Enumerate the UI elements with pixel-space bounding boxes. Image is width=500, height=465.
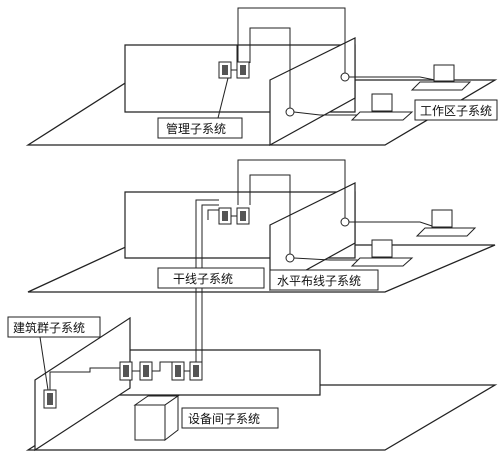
patch-block-fill bbox=[175, 365, 181, 377]
desk-icon bbox=[350, 111, 414, 121]
floor-bottom-patch-panels bbox=[119, 361, 203, 381]
floor-middle-cable-2 bbox=[249, 174, 291, 255]
floor-top-workstation-2 bbox=[350, 93, 414, 121]
label-box bbox=[7, 316, 101, 338]
floor-bottom-campus-wall bbox=[34, 316, 131, 452]
label-box bbox=[269, 269, 379, 291]
floor-top-slab bbox=[25, 79, 498, 146]
floor-top-outlet-2 bbox=[285, 107, 295, 117]
floor-top-workstation-1 bbox=[410, 64, 472, 91]
label-management: 管理子系统 bbox=[157, 77, 243, 139]
desk-icon bbox=[350, 257, 414, 267]
label-box bbox=[157, 117, 243, 139]
label-pointer bbox=[217, 77, 229, 119]
label-box bbox=[181, 407, 279, 429]
floor-top-cable-2 bbox=[249, 27, 291, 108]
floor-middle-outlet-1 bbox=[340, 217, 350, 227]
floor-middle-drop-2 bbox=[293, 257, 360, 261]
desk-icon bbox=[415, 227, 477, 237]
floor-top bbox=[25, 7, 498, 147]
floor-top-outlet-1 bbox=[340, 72, 350, 82]
patch-block-fill bbox=[123, 365, 129, 377]
floor-bottom bbox=[25, 316, 498, 452]
monitor-icon bbox=[433, 64, 455, 82]
floor-middle-workstation-1 bbox=[415, 209, 477, 237]
label-campus: 建筑群子系统 bbox=[7, 316, 101, 391]
cabinet-front bbox=[134, 404, 166, 441]
label-management-text: 管理子系统 bbox=[166, 121, 226, 136]
label-box bbox=[157, 267, 265, 289]
label-horizontal-text: 水平布线子系统 bbox=[277, 274, 361, 288]
label-box bbox=[414, 99, 498, 121]
equipment-cabinet bbox=[133, 395, 180, 442]
floor-top-cable-1 bbox=[237, 7, 346, 73]
floor-middle-workstation-2 bbox=[350, 239, 414, 267]
patch-block-fill bbox=[240, 65, 246, 75]
campus-cable bbox=[49, 367, 120, 390]
patch-block-fill bbox=[143, 365, 149, 377]
floor-top-drop-2 bbox=[293, 111, 360, 116]
patch-block-fill bbox=[240, 211, 246, 221]
floor-middle-drop-1 bbox=[349, 221, 433, 227]
backbone-riser bbox=[195, 45, 238, 362]
floor-top-drop-1 bbox=[349, 76, 436, 81]
floor-middle-outlet-2 bbox=[285, 253, 295, 263]
riser-cable-3 bbox=[207, 209, 219, 220]
patch-block-fill bbox=[222, 211, 228, 221]
floor-middle-cross-wall bbox=[269, 182, 356, 292]
label-equipment-room: 设备间子系统 bbox=[181, 407, 279, 429]
label-backbone: 干线子系统 bbox=[157, 267, 265, 289]
label-backbone-text: 干线子系统 bbox=[173, 272, 233, 286]
patch-block-fill bbox=[222, 65, 228, 75]
patch-block-fill bbox=[193, 365, 199, 377]
monitor-icon bbox=[371, 93, 393, 112]
label-work-area: 工作区子系统 bbox=[414, 99, 498, 121]
campus-entrance-fill bbox=[47, 393, 53, 405]
floor-top-patch-panel bbox=[218, 61, 250, 79]
desk-icon bbox=[410, 81, 472, 91]
label-work-area-text: 工作区子系统 bbox=[420, 104, 492, 118]
monitor-icon bbox=[371, 239, 393, 258]
riser-cable-1 bbox=[195, 199, 219, 362]
floor-middle-slab bbox=[27, 244, 496, 293]
label-campus-text: 建筑群子系统 bbox=[13, 320, 85, 335]
floor-top-cross-wall bbox=[269, 37, 356, 147]
floor-middle-cable-1 bbox=[237, 159, 346, 218]
label-equipment-room-text: 设备间子系统 bbox=[188, 412, 260, 426]
patch-link bbox=[152, 361, 172, 372]
monitor-icon bbox=[431, 209, 453, 228]
label-pointer bbox=[39, 336, 49, 391]
floor-middle bbox=[27, 159, 496, 293]
riser-cable-2 bbox=[201, 204, 219, 362]
label-horizontal: 水平布线子系统 bbox=[269, 269, 379, 291]
floor-middle-patch-panel bbox=[218, 207, 250, 225]
